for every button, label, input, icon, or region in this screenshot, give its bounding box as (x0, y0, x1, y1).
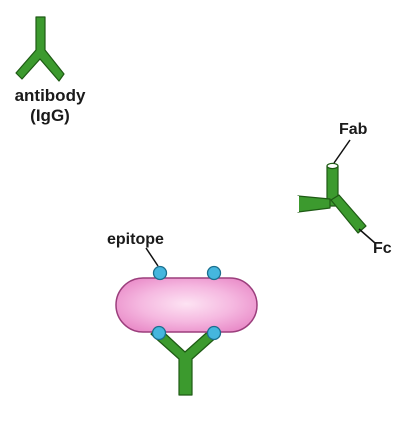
epitope-icons (151, 265, 222, 341)
fab-pointer-line (333, 139, 351, 164)
antigen-shape (115, 277, 258, 333)
rotated-antibody-icon (296, 162, 367, 234)
epitope-icon-bottom-right (206, 325, 222, 341)
antibody-label-line1: antibody (14, 86, 86, 105)
fab-label: Fab (339, 121, 368, 138)
epitope-icon-top-left (152, 265, 168, 281)
epitope-label: epitope (107, 231, 164, 248)
antibody-label: antibody (IgG) (8, 86, 92, 126)
bound-antibody-icon (150, 326, 221, 396)
antibody-label-line2: (IgG) (30, 106, 70, 125)
fc-label: Fc (373, 240, 392, 257)
epitope-icon-bottom-left (151, 325, 167, 341)
antibody-icon (15, 16, 65, 82)
fc-pointer-line (358, 228, 376, 244)
epitope-pointer-line (145, 247, 159, 267)
epitope-icon-top-right (206, 265, 222, 281)
